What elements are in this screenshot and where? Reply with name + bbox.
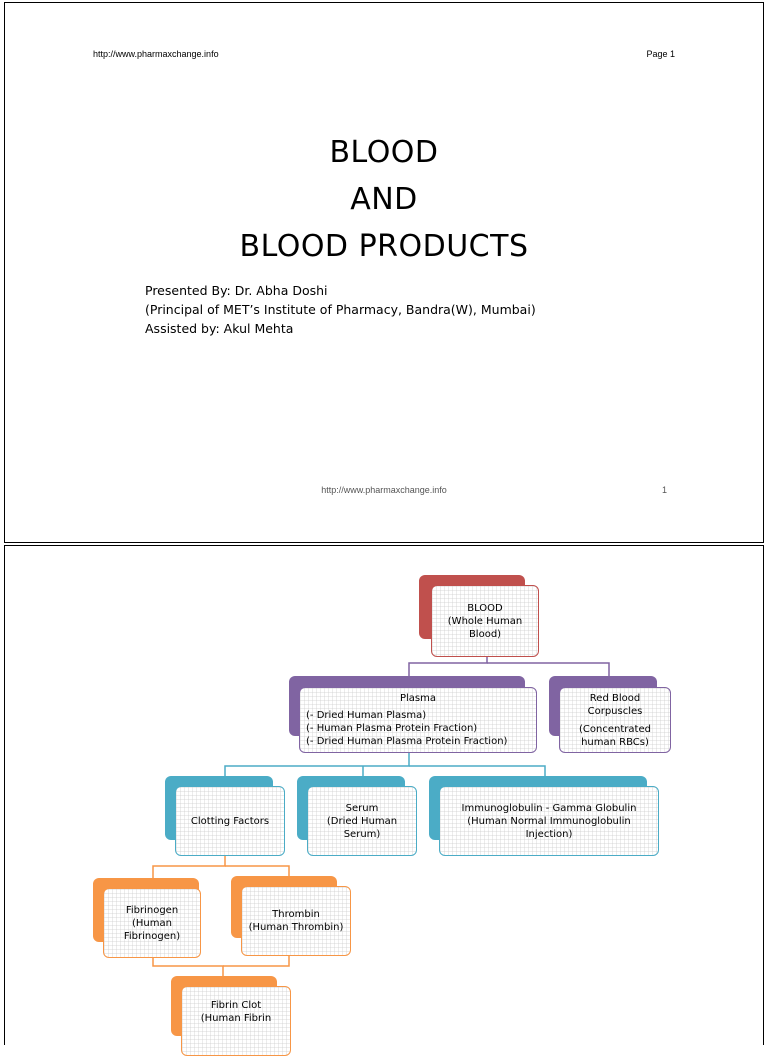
assisted-by: Assisted by: Akul Mehta (145, 321, 294, 336)
footer-url[interactable]: http://www.pharmaxchange.info (321, 485, 447, 495)
header-url[interactable]: http://www.pharmaxchange.info (93, 49, 219, 59)
connector-clotting-fibrinogen (152, 854, 226, 878)
title-line-3: BLOOD PRODUCTS (239, 229, 529, 264)
title-line-2: AND (350, 182, 418, 217)
connector-thrombin-clot (223, 956, 290, 967)
slide-number: 1 (661, 485, 667, 495)
connector-blood-rbc (487, 662, 610, 678)
hierarchy-slide: BLOOD (Whole Human Blood) Plasma (- Drie… (4, 545, 764, 1056)
connector-plasma-clotting (224, 753, 410, 778)
connector-clotting-thrombin (225, 865, 290, 878)
presented-by: Presented By: Dr. Abha Doshi (145, 283, 328, 298)
header-page: Page 1 (646, 49, 675, 59)
title-line-1: BLOOD (329, 135, 439, 170)
connector-lines (152, 649, 610, 976)
title-slide: http://www.pharmaxchange.info Page 1 BLO… (4, 2, 764, 543)
connector-plasma-immuno (409, 765, 546, 778)
connector-fibrinogen-clot (152, 958, 224, 976)
principal: (Principal of MET’s Institute of Pharmac… (145, 302, 536, 317)
